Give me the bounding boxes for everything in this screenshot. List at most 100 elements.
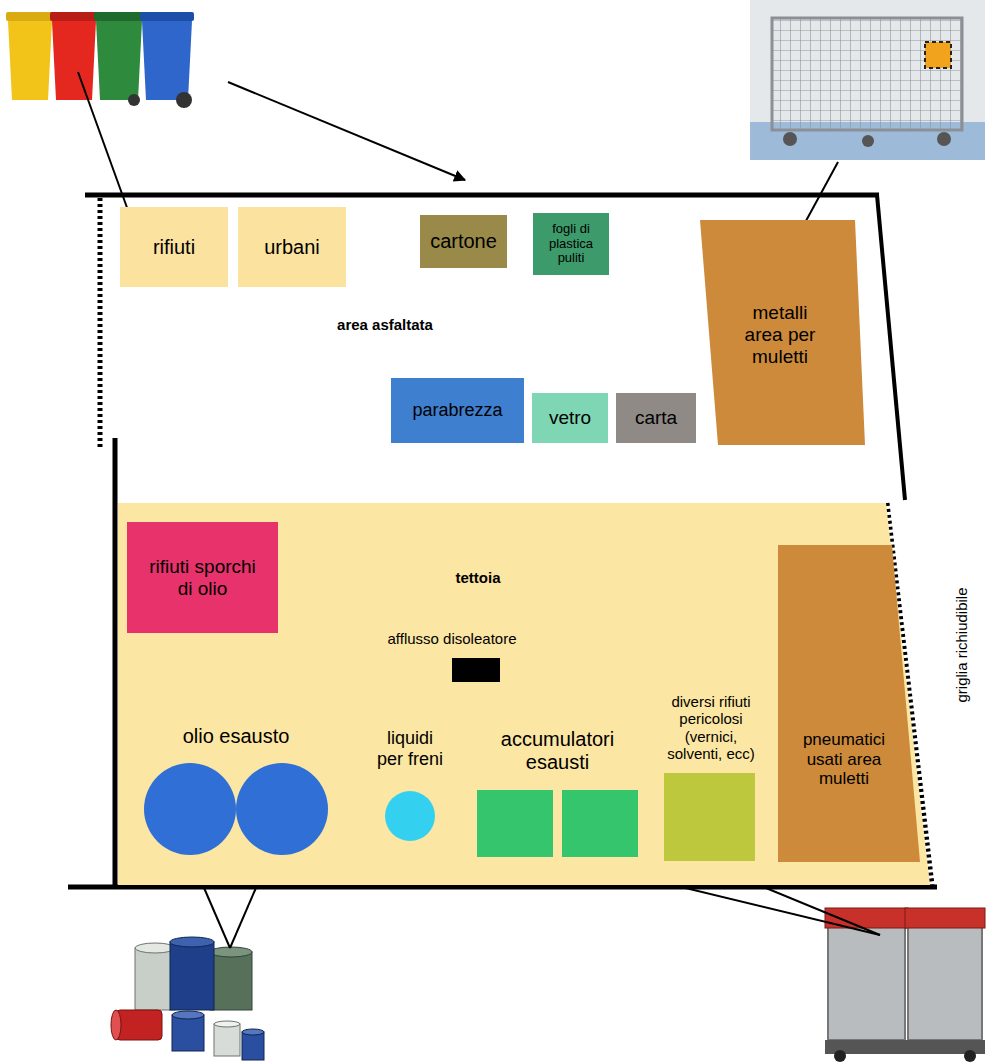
can (172, 1015, 204, 1051)
separator-inlet-label: afflusso disoleatore (372, 630, 532, 647)
drums-photo (111, 937, 264, 1060)
bin-lid (6, 12, 54, 21)
wall (877, 195, 905, 500)
container-wheel (964, 1050, 976, 1062)
wall (113, 438, 118, 889)
bin-body (96, 21, 142, 100)
hazardous-container: diversi rifiuti pericolosi (vernici, sol… (655, 693, 767, 861)
can (242, 1032, 264, 1060)
drum (210, 952, 252, 1010)
drum (170, 942, 214, 1010)
tyre-area-label: pneumatici usati area muletti (794, 730, 894, 789)
hazardous-container-symbol (664, 773, 755, 861)
oil-tanks: olio esausto (140, 725, 332, 856)
drum-top (111, 1010, 121, 1040)
glass-bay: vetro (532, 393, 608, 443)
open-side (98, 198, 103, 450)
warning-sign (925, 42, 951, 68)
metal-area-outline (700, 220, 865, 445)
oil-tanks-symbol (144, 763, 236, 855)
metal-area-label: metalli area per muletti (735, 302, 825, 368)
waste-bay: rifiuti (120, 207, 228, 287)
waste-bay-label: rifiuti (153, 236, 195, 259)
battery-containers: accumulatori esausti (470, 728, 645, 857)
oily-waste-bay-label: rifiuti sporchi di olio (145, 556, 260, 600)
walls (68, 195, 937, 889)
hazardous-container-shape (655, 773, 767, 861)
glass-bay-label: vetro (549, 407, 591, 429)
bin-body (142, 21, 192, 100)
bin-lid (50, 12, 98, 21)
container-wheel (834, 1050, 846, 1062)
can-top (214, 1021, 240, 1027)
oil-tanks-shape (140, 762, 332, 856)
metal-area: metalli area per muletti (700, 220, 865, 445)
bin-body (8, 21, 52, 100)
label-anchor: griglia richiudibile (953, 587, 970, 702)
battery-containers-shape (470, 790, 645, 857)
canopy-area-outline (118, 503, 930, 885)
wire-cage-photo (750, 0, 985, 160)
oily-waste-bay: rifiuti sporchi di olio (127, 522, 278, 633)
brake-fluid-tank-label: liquidi per freni (374, 728, 446, 769)
containers-photo (825, 908, 985, 1062)
container (828, 926, 905, 1040)
container (908, 926, 982, 1040)
wheelie-bins (6, 12, 194, 108)
tyre-area-outline (778, 545, 920, 862)
tyre-area: pneumatici usati area muletti (778, 545, 920, 862)
can-top (242, 1029, 264, 1035)
can (214, 1024, 240, 1056)
battery-containers-label: accumulatori esausti (470, 728, 645, 774)
battery-containers-symbol (477, 790, 553, 857)
bin-body (52, 21, 96, 100)
drum-top (170, 937, 214, 947)
paper-bay: carta (616, 393, 696, 443)
drum (116, 1010, 162, 1040)
photo-ground (750, 0, 985, 160)
waste-bay-label: urbani (264, 236, 320, 259)
brake-fluid-tank: liquidi per freni (365, 728, 455, 842)
plastic-bay-label: fogli di plastica puliti (537, 222, 605, 267)
wall (85, 193, 879, 198)
bin-wheel (176, 92, 192, 108)
bin-lid (94, 12, 144, 21)
drum-top (135, 943, 175, 953)
drum-top (210, 947, 252, 957)
cage-wheel (937, 132, 951, 146)
grate-label: griglia richiudibile (953, 587, 970, 702)
hazardous-container-label: diversi rifiuti pericolosi (vernici, sol… (661, 693, 761, 762)
oil-tanks-symbol (236, 763, 328, 855)
separator-inlet: afflusso disoleatore (372, 630, 532, 682)
cardboard-bay-label: cartone (430, 230, 497, 253)
canopy-area: tettoia rifiuti sporchi di olio afflusso d… (118, 503, 933, 885)
windscreen-bay-label: parabrezza (412, 400, 502, 421)
cage-wheel (862, 135, 874, 147)
separator-inlet-symbol (452, 658, 500, 682)
drum (135, 948, 175, 1010)
oil-tanks-label: olio esausto (140, 725, 332, 748)
bin-wheel (128, 94, 140, 106)
battery-containers-symbol (562, 790, 638, 857)
bin-lid (140, 12, 194, 21)
separator-inlet-shape (372, 658, 532, 682)
plastic-bay: fogli di plastica puliti (533, 213, 609, 275)
windscreen-bay: parabrezza (391, 378, 524, 443)
wall (68, 885, 937, 890)
paved-area: area asfaltata rifiuti urbani cartone fogli … (88, 198, 888, 498)
waste-bay: urbani (238, 207, 346, 287)
brake-fluid-tank-symbol (385, 791, 435, 841)
paved-area-label: area asfaltata (310, 316, 460, 333)
container-lid (905, 908, 985, 928)
brake-fluid-tank-shape (365, 790, 455, 842)
pointer-arrow (228, 82, 465, 180)
cage-wheel (783, 132, 797, 146)
paper-bay-label: carta (635, 407, 677, 429)
wire-cage (772, 18, 962, 130)
canopy-area-label: tettoia (428, 569, 528, 586)
cardboard-bay: cartone (420, 215, 507, 268)
can-top (172, 1011, 204, 1019)
tyre-area-shape (778, 545, 920, 862)
pallet (825, 1040, 985, 1054)
